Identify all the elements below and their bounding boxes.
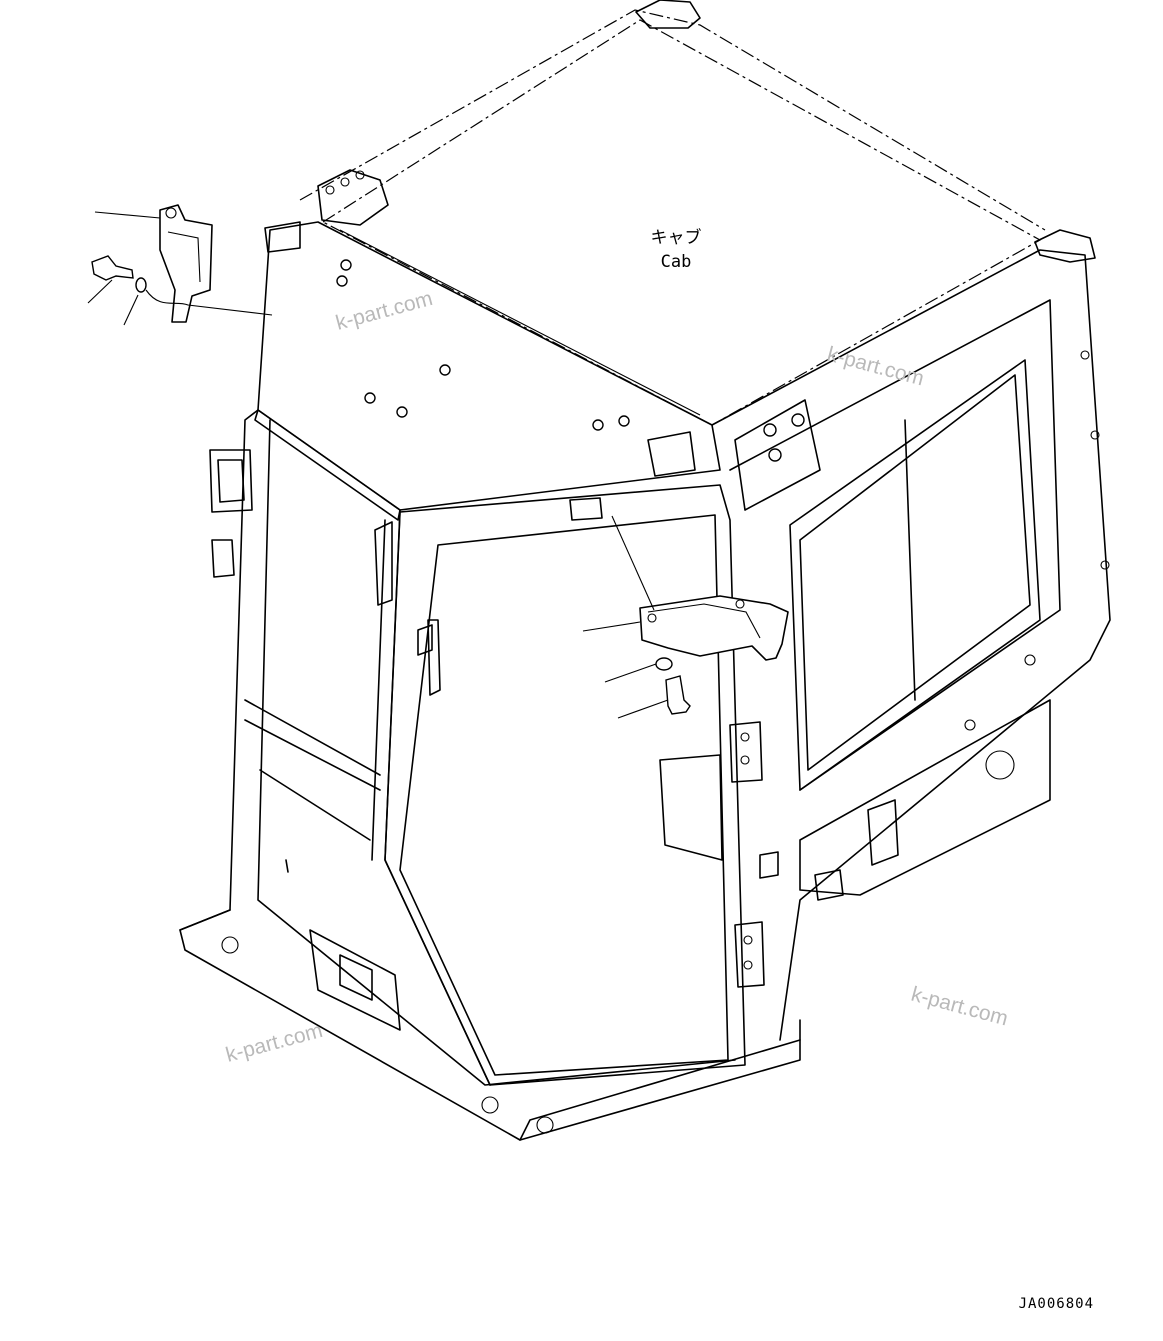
cab-front-frame	[179, 409, 801, 1141]
watermark-1: k-part.com	[333, 287, 435, 335]
cab-roof	[299, 0, 1096, 426]
cab-label-en: Cab	[661, 252, 692, 272]
watermark-4: k-part.com	[223, 1019, 325, 1067]
left-washer	[135, 277, 147, 293]
center-bracket	[639, 595, 789, 661]
center-bracket-assembly	[582, 515, 789, 719]
cab-left-panel	[254, 221, 721, 521]
left-bracket	[159, 204, 213, 323]
left-bolt	[91, 255, 134, 281]
cab-right-side	[711, 249, 1111, 1041]
cab-label-jp: キャブ	[651, 227, 702, 248]
center-bolt	[665, 675, 691, 715]
watermark-2: k-part.com	[825, 343, 927, 391]
drawing-code: JA006804	[1019, 1296, 1094, 1312]
center-washer	[655, 657, 673, 671]
cab-door	[384, 484, 746, 1086]
watermark-3: k-part.com	[909, 983, 1011, 1031]
left-bracket-assembly	[87, 204, 273, 326]
